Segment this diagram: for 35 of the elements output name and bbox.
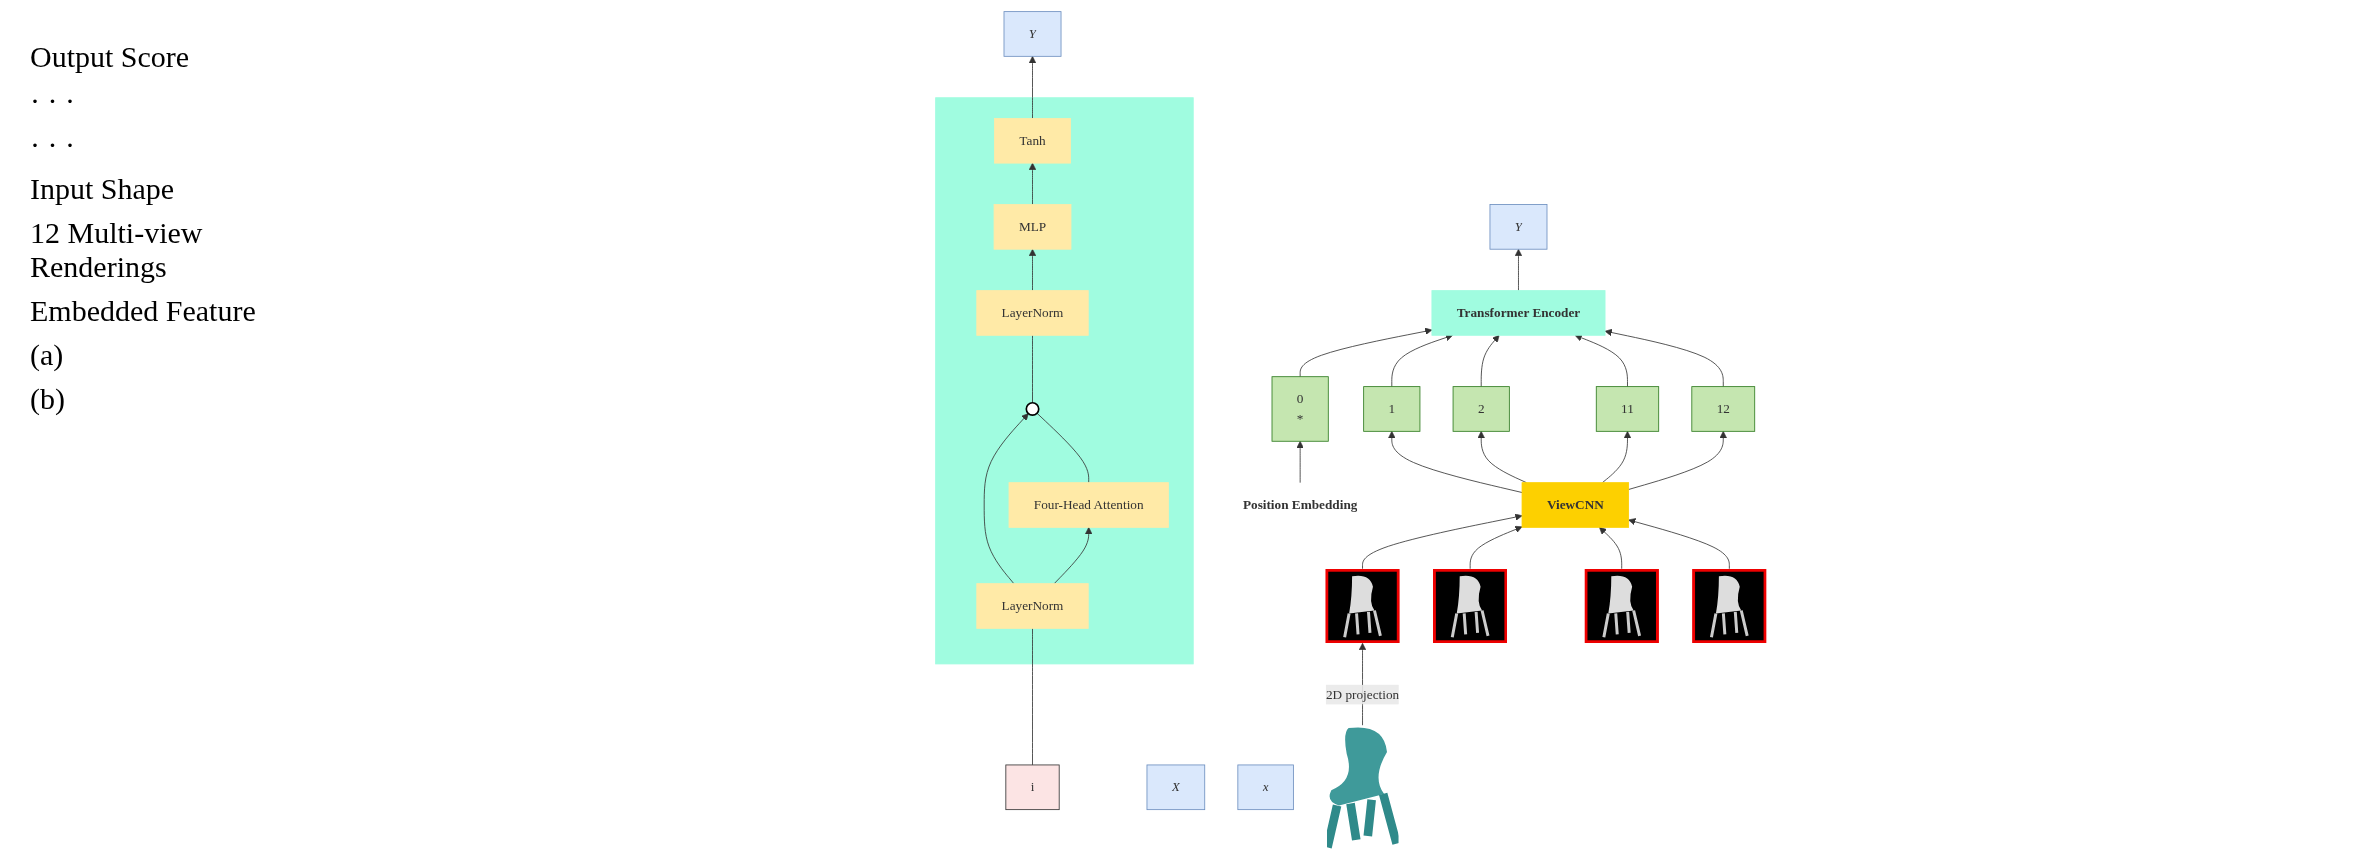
node-box: Transformer Encoder <box>1431 290 1606 336</box>
node-box: 1 <box>1363 386 1421 432</box>
edge-label: 2D projection <box>1326 687 1400 702</box>
node-picture <box>1326 725 1399 850</box>
node-box: Tanh <box>994 118 1072 164</box>
label-text: Input Shape <box>30 172 176 206</box>
connector <box>1032 334 1034 404</box>
cluster <box>935 97 1195 665</box>
node-picture <box>1433 568 1508 644</box>
node-circle <box>1025 401 1040 416</box>
node-box: ViewCNN <box>1522 482 1630 528</box>
node-box: x <box>1237 764 1295 811</box>
node-box: 2 <box>1453 386 1511 432</box>
label-text: (b) <box>30 382 66 416</box>
label-text: Output Score <box>30 40 191 74</box>
label-text: 12 Multi-view Renderings <box>30 216 204 284</box>
connector <box>1037 412 1090 484</box>
connector <box>1032 627 1034 766</box>
node-box: LayerNorm <box>976 583 1090 629</box>
node-box: LayerNorm <box>976 290 1090 336</box>
label-text: (a) <box>30 338 65 372</box>
node-picture <box>1325 568 1401 644</box>
node-box: Four-Head Attention <box>1009 482 1170 528</box>
node-box: 12 <box>1691 386 1756 432</box>
node-box: i <box>1005 764 1060 811</box>
node-picture <box>1692 568 1767 644</box>
node-box: MLP <box>994 204 1072 250</box>
node-box: X <box>1146 764 1206 811</box>
node-picture <box>1584 568 1660 644</box>
label-text: · · · <box>30 84 76 118</box>
node-box: 0 * <box>1271 376 1330 442</box>
node-text: Position Embedding <box>1243 497 1358 512</box>
node-box: 11 <box>1596 386 1660 432</box>
label-text: Embedded Feature <box>30 294 257 328</box>
label-text: · · · <box>30 128 76 162</box>
